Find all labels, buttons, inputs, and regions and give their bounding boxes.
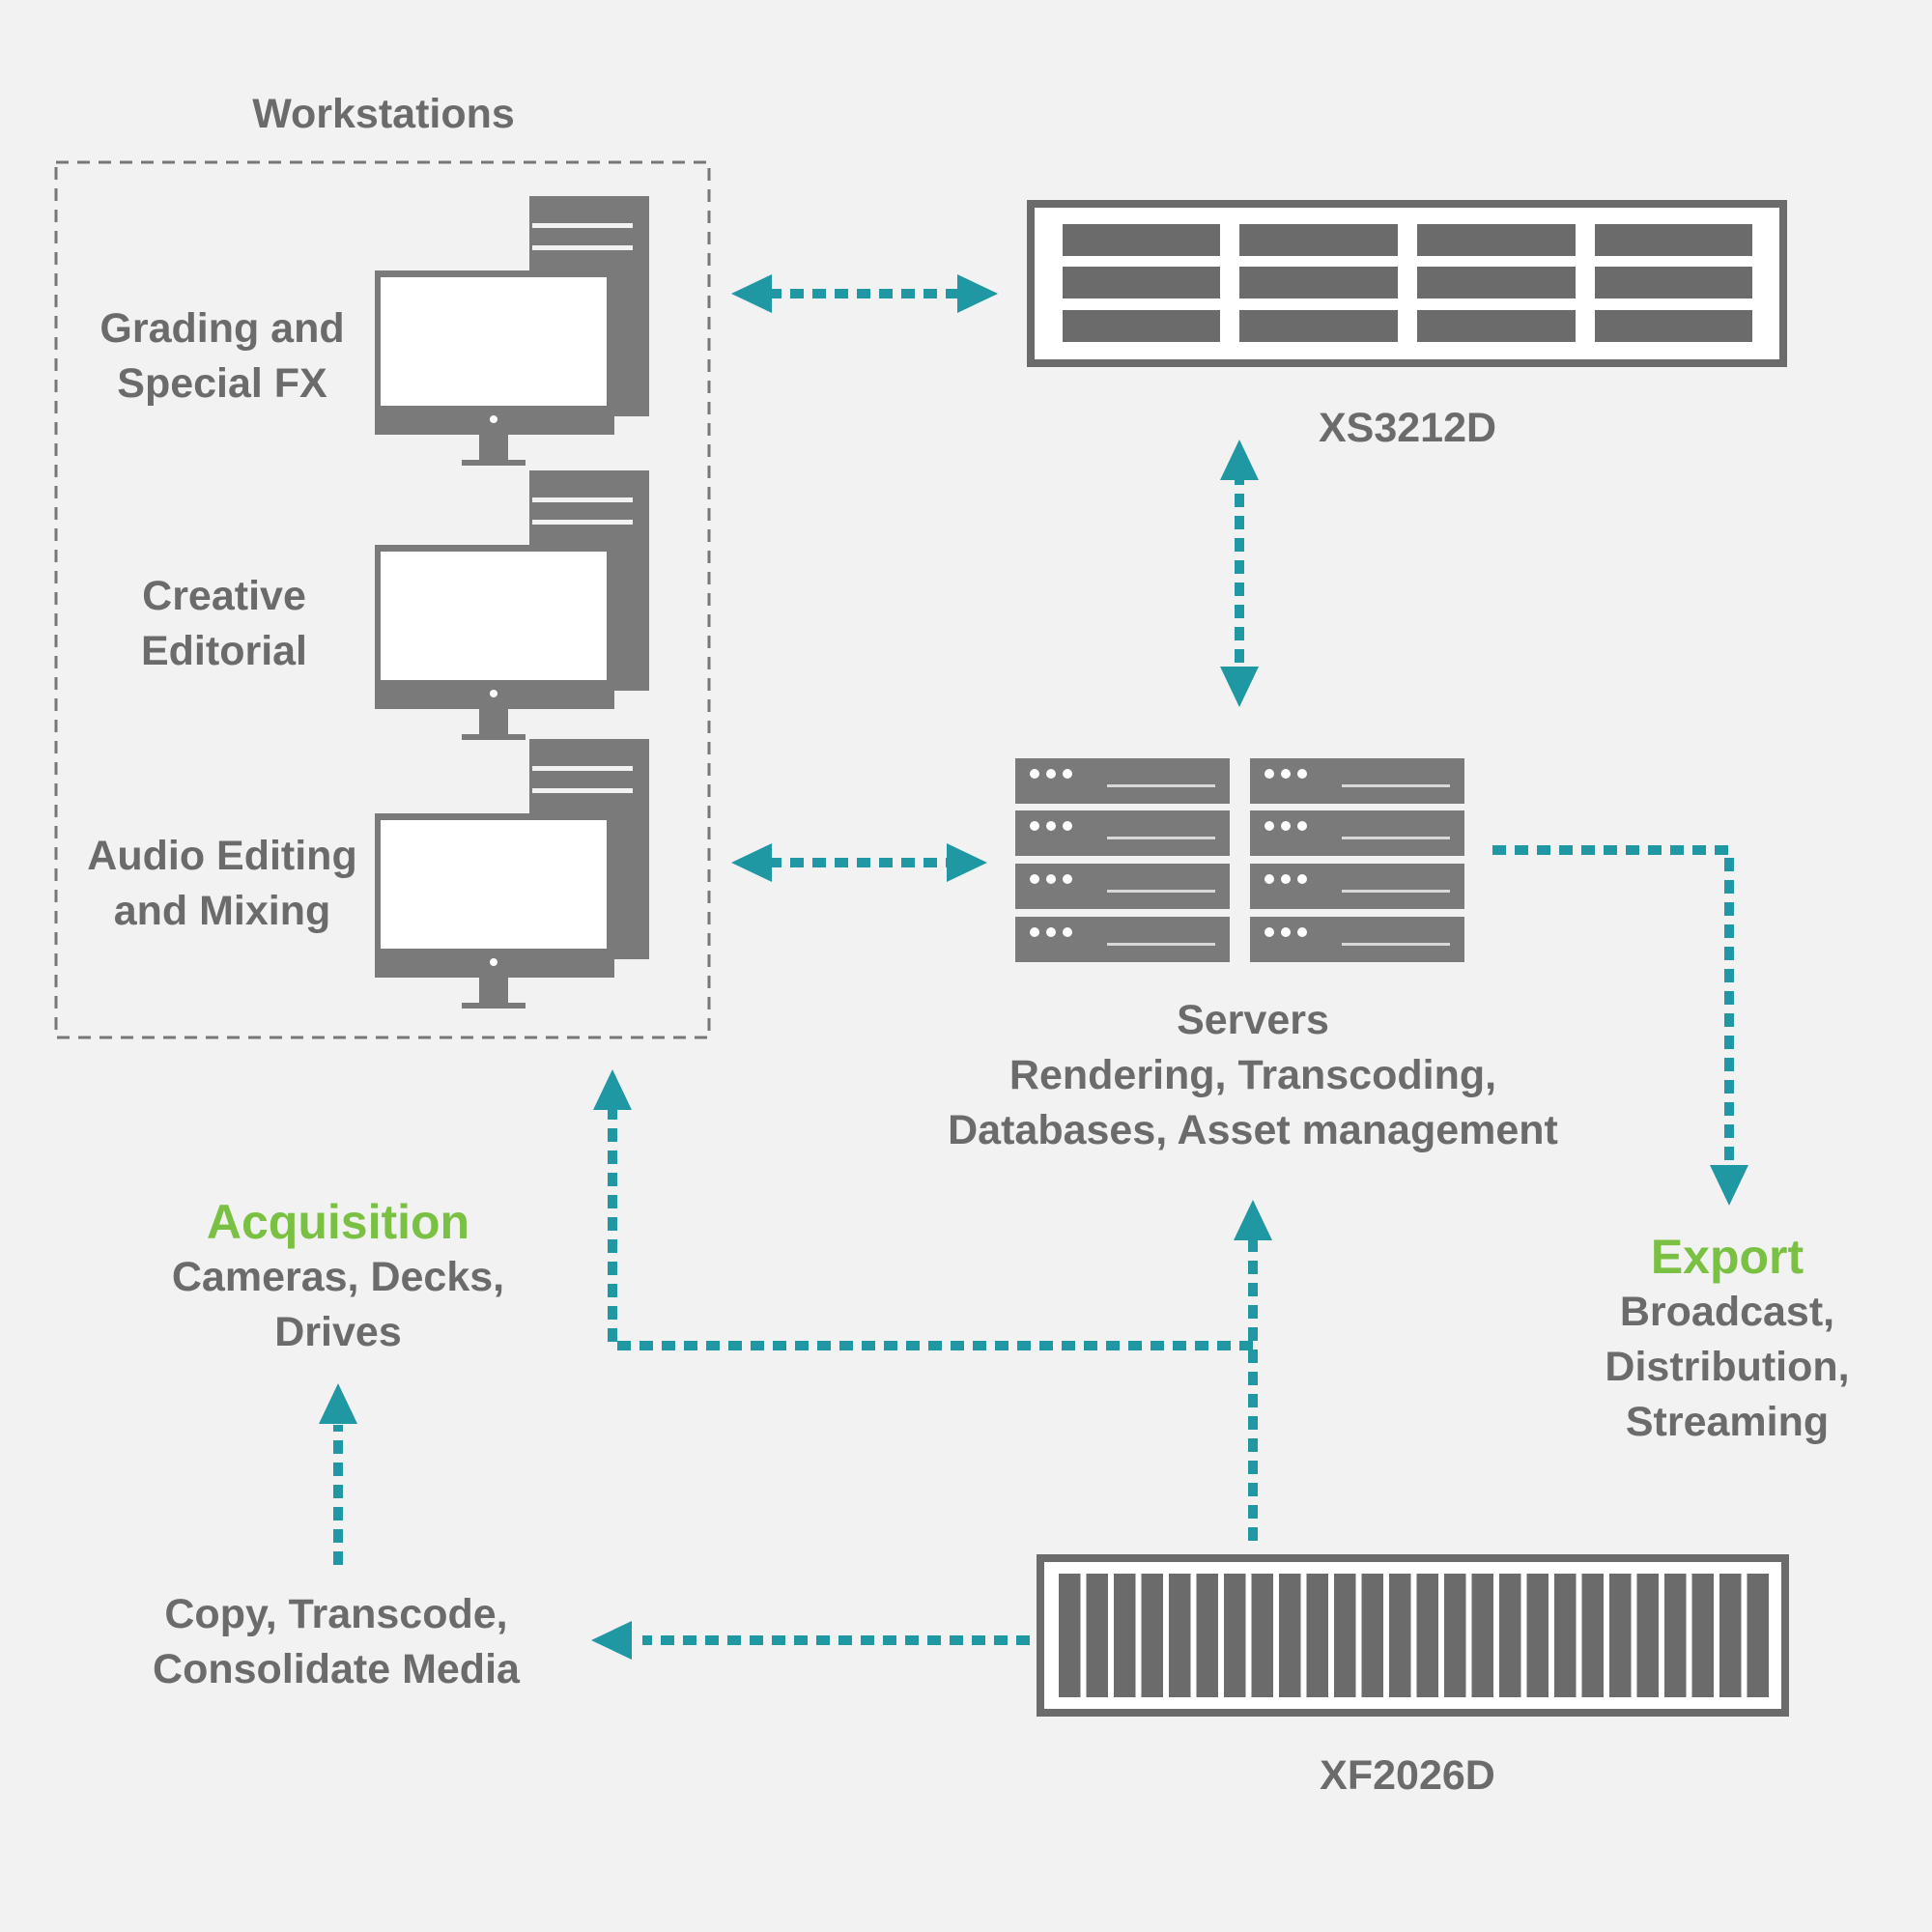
export-label: Export Broadcast, Distribution, Streamin…	[1605, 1229, 1849, 1450]
arrowhead-up	[319, 1383, 357, 1424]
arrowheads	[319, 274, 1748, 1660]
drive-bay	[1416, 1574, 1438, 1697]
label-line: and Mixing	[113, 888, 331, 934]
drive-bay	[1224, 1574, 1246, 1697]
servers-title: Servers	[1177, 997, 1329, 1043]
label-line: Streaming	[1625, 1399, 1830, 1445]
workstation-label-editorial: Creative Editorial	[141, 569, 307, 679]
drive-bay	[1059, 1574, 1081, 1697]
server-unit	[1250, 864, 1464, 909]
workstations-title: Workstations	[252, 87, 515, 142]
workstation-icon	[375, 196, 649, 466]
drive-bay	[1719, 1574, 1742, 1697]
label-line: Broadcast,	[1619, 1289, 1835, 1335]
drive-bay	[1251, 1574, 1273, 1697]
server-unit	[1250, 810, 1464, 856]
drive-bay	[1471, 1574, 1493, 1697]
arrowhead-left	[731, 843, 772, 882]
drive-bay	[1691, 1574, 1714, 1697]
drive-bay	[1554, 1574, 1577, 1697]
servers-label: Servers Rendering, Transcoding, Database…	[948, 993, 1558, 1158]
drive-bay	[1334, 1574, 1356, 1697]
xf-storage-label: XF2026D	[1320, 1748, 1495, 1804]
workstation-icon	[375, 470, 649, 740]
server-unit	[1015, 758, 1230, 804]
drive-bay	[1664, 1574, 1687, 1697]
acquisition-title: Acquisition	[206, 1195, 470, 1249]
label-line: Consolidate Media	[153, 1646, 520, 1692]
arrowhead-right	[957, 274, 998, 313]
server-unit	[1250, 758, 1464, 804]
label-line: Audio Editing	[87, 833, 357, 879]
arrowhead-up	[593, 1069, 632, 1110]
workstation-icon	[375, 739, 649, 1009]
drive-bay	[1169, 1574, 1191, 1697]
drive-bay	[1141, 1574, 1163, 1697]
arrowhead-up	[1234, 1200, 1272, 1240]
xs-storage-label-text: XS3212D	[1318, 405, 1497, 451]
label-line: Cameras, Decks,	[171, 1254, 505, 1300]
xf-storage-array-icon	[1037, 1554, 1789, 1717]
drive-bay	[1196, 1574, 1218, 1697]
label-line: Drives	[274, 1309, 402, 1355]
drive-bay	[1636, 1574, 1659, 1697]
arrow-xf-workstations	[608, 1106, 1253, 1350]
label-line: Editorial	[140, 628, 308, 674]
drive-bay	[1444, 1574, 1466, 1697]
workstation-label-audio: Audio Editing and Mixing	[87, 829, 356, 939]
label-line: Rendering, Transcoding,	[1009, 1052, 1497, 1098]
copy-label: Copy, Transcode, Consolidate Media	[153, 1587, 520, 1697]
server-unit	[1015, 810, 1230, 856]
drive-bay	[1581, 1574, 1604, 1697]
arrow-servers-export	[1492, 845, 1734, 1174]
arrowhead-left	[591, 1621, 632, 1660]
label-line: Copy, Transcode,	[164, 1591, 508, 1637]
arrowhead-down	[1710, 1165, 1748, 1206]
drive-bay	[1747, 1574, 1769, 1697]
label-line: Databases, Asset management	[948, 1107, 1558, 1153]
server-rack-icon	[1015, 758, 1464, 962]
arrowhead-down	[1220, 667, 1259, 707]
drive-bay	[1609, 1574, 1632, 1697]
drive-bay	[1114, 1574, 1136, 1697]
arrows	[333, 289, 1734, 1645]
drive-bay	[1526, 1574, 1548, 1697]
drive-bay	[1279, 1574, 1301, 1697]
xf-storage-label-text: XF2026D	[1320, 1752, 1495, 1799]
arrowhead-left	[731, 274, 772, 313]
label-line: Special FX	[117, 360, 327, 407]
label-line: Creative	[142, 573, 306, 619]
xs-storage-label: XS3212D	[1319, 401, 1496, 456]
drive-bay	[1306, 1574, 1328, 1697]
arrowhead-right	[947, 843, 987, 882]
workstations-group-border	[54, 160, 711, 1039]
workstation-label-grading: Grading and Special FX	[99, 301, 344, 412]
export-title: Export	[1650, 1230, 1804, 1284]
label-line: Grading and	[99, 305, 345, 352]
label-line: Distribution,	[1605, 1344, 1850, 1390]
drive-bay	[1499, 1574, 1521, 1697]
workstations-title-text: Workstations	[252, 91, 515, 137]
drive-bay	[1389, 1574, 1411, 1697]
server-unit	[1015, 864, 1230, 909]
server-unit	[1250, 917, 1464, 962]
drive-bay	[1086, 1574, 1108, 1697]
drive-bay	[1361, 1574, 1383, 1697]
xs-storage-array-icon	[1027, 200, 1787, 367]
server-unit	[1015, 917, 1230, 962]
acquisition-label: Acquisition Cameras, Decks, Drives	[172, 1194, 504, 1360]
arrowhead-up	[1220, 440, 1259, 480]
